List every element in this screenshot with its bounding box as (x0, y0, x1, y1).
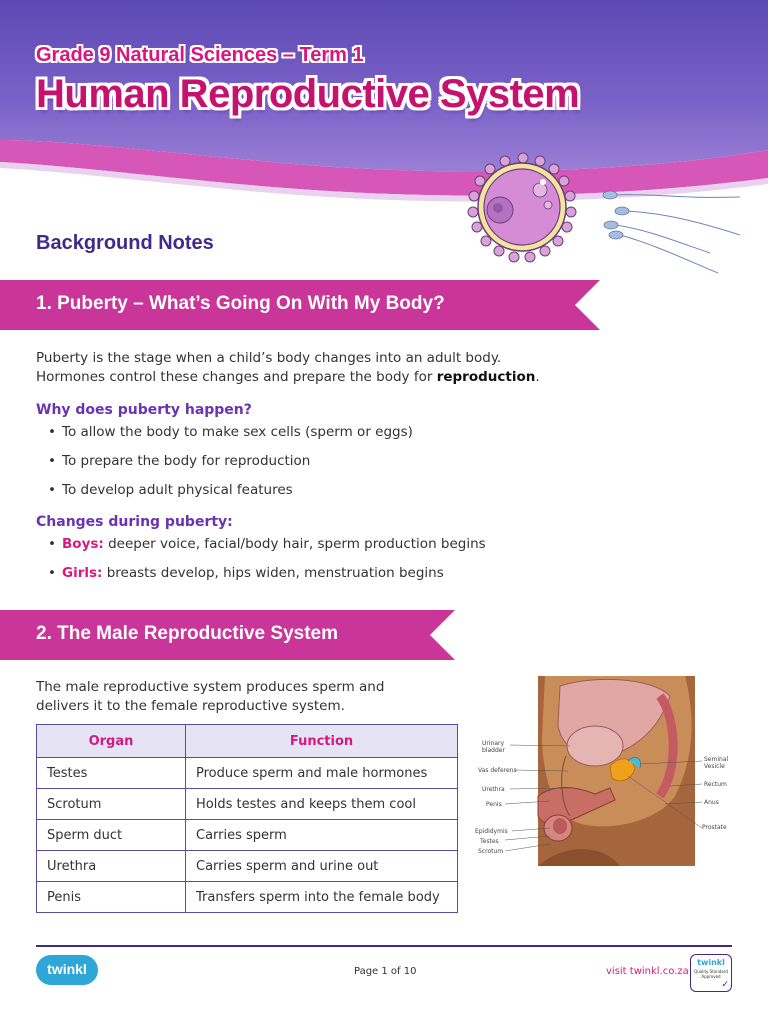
label-bladder-line-1: Urinary (482, 740, 505, 747)
label-seminal-line-1: Seminal (704, 756, 729, 763)
footer-divider (36, 945, 732, 947)
label-vas-deferens: Vas deferens (478, 767, 517, 774)
organ-cell: Sperm duct (36, 819, 186, 851)
function-cell: Produce sperm and male hormones (185, 757, 458, 789)
organ-column-header: Organ (36, 724, 186, 758)
check-icon: ✓ (721, 980, 729, 990)
document-title: Human Reproductive System (36, 72, 580, 116)
header-background (0, 0, 768, 202)
twinkl-logo: twinkl (36, 955, 98, 985)
label-penis: Penis (486, 801, 502, 808)
male-intro-line-1: The male reproductive system produces sp… (36, 679, 385, 695)
label-epididymis: Epididymis (475, 828, 508, 835)
organ-cell: Scrotum (36, 788, 186, 820)
male-anatomy-diagram (504, 676, 703, 866)
function-cell: Carries sperm and urine out (185, 850, 458, 882)
girls-text: breasts develop, hips widen, menstruatio… (102, 565, 444, 581)
badge-logo: twinkl (697, 958, 725, 967)
badge-text-2: Approved (701, 974, 721, 979)
puberty-intro-line-2-start: Hormones control these changes and prepa… (36, 369, 437, 385)
egg-cell-illustration (467, 152, 577, 263)
document-subtitle: Grade 9 Natural Sciences – Term 1 (36, 44, 364, 66)
label-testes: Testes (480, 838, 499, 845)
label-bladder-line-2: bladder (482, 747, 505, 754)
label-rectum: Rectum (704, 781, 727, 788)
section-2-banner: 2. The Male Reproductive System (0, 610, 455, 660)
section-2-heading: 2. The Male Reproductive System (36, 623, 338, 644)
function-cell: Transfers sperm into the female body (185, 881, 458, 913)
section-1-banner: 1. Puberty – What’s Going On With My Bod… (0, 280, 600, 330)
sperm-illustration (602, 190, 741, 274)
label-seminal-line-2: Vesicle (704, 763, 725, 770)
twinkl-logo-text: twinkl (47, 961, 87, 977)
label-prostate: Prostate (702, 824, 727, 831)
label-scrotum: Scrotum (478, 848, 504, 855)
page-number: Page 1 of 10 (354, 966, 417, 977)
changes-heading: Changes during puberty: (36, 514, 233, 530)
function-column-header: Function (185, 724, 458, 758)
boys-changes: •Boys: deeper voice, facial/body hair, s… (48, 536, 486, 552)
section-1-heading: 1. Puberty – What’s Going On With My Bod… (36, 293, 445, 314)
function-cell: Holds testes and keeps them cool (185, 788, 458, 820)
organ-cell: Penis (36, 881, 186, 913)
label-anus: Anus (704, 799, 719, 806)
male-intro-line-2: delivers it to the female reproductive s… (36, 698, 345, 714)
organ-cell: Urethra (36, 850, 186, 882)
why-item-text: To allow the body to make sex cells (spe… (62, 424, 413, 440)
table-header-row: Organ Function (36, 724, 458, 758)
quality-badge: twinkl Quality Standard Approved ✓ (690, 954, 732, 992)
label-urethra: Urethra (482, 786, 505, 793)
visit-link[interactable]: visit twinkl.co.za (606, 966, 689, 977)
girls-label: Girls: (62, 565, 103, 581)
boys-text: deeper voice, facial/body hair, sperm pr… (103, 536, 486, 552)
why-item-text: To develop adult physical features (62, 482, 293, 498)
why-item: •To prepare the body for reproduction (48, 453, 311, 469)
why-item: •To develop adult physical features (48, 482, 293, 498)
why-item-text: To prepare the body for reproduction (62, 453, 311, 469)
badge-text-1: Quality Standard (694, 969, 728, 974)
puberty-intro-line-2: Hormones control these changes and prepa… (36, 368, 540, 387)
girls-changes: •Girls: breasts develop, hips widen, men… (48, 565, 444, 581)
organ-cell: Testes (36, 757, 186, 789)
reproduction-keyword: reproduction (436, 369, 536, 385)
male-system-intro: The male reproductive system produces sp… (36, 678, 384, 716)
why-puberty-heading: Why does puberty happen? (36, 402, 252, 418)
background-notes-heading: Background Notes (36, 232, 214, 254)
function-cell: Carries sperm (185, 819, 458, 851)
puberty-intro-line-1: Puberty is the stage when a child’s body… (36, 350, 502, 366)
why-item: •To allow the body to make sex cells (sp… (48, 424, 413, 440)
boys-label: Boys: (62, 536, 104, 552)
puberty-intro-line-2-end: . (535, 369, 540, 385)
puberty-intro: Puberty is the stage when a child’s body… (36, 349, 540, 387)
